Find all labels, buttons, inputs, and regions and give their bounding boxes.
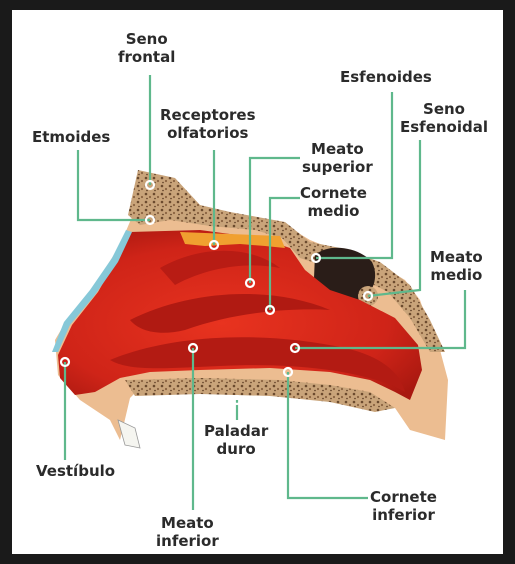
label-esfenoides: Esfenoides xyxy=(340,68,432,86)
label-etmoides: Etmoides xyxy=(32,128,110,146)
label-vestibulo: Vestíbulo xyxy=(36,462,115,480)
